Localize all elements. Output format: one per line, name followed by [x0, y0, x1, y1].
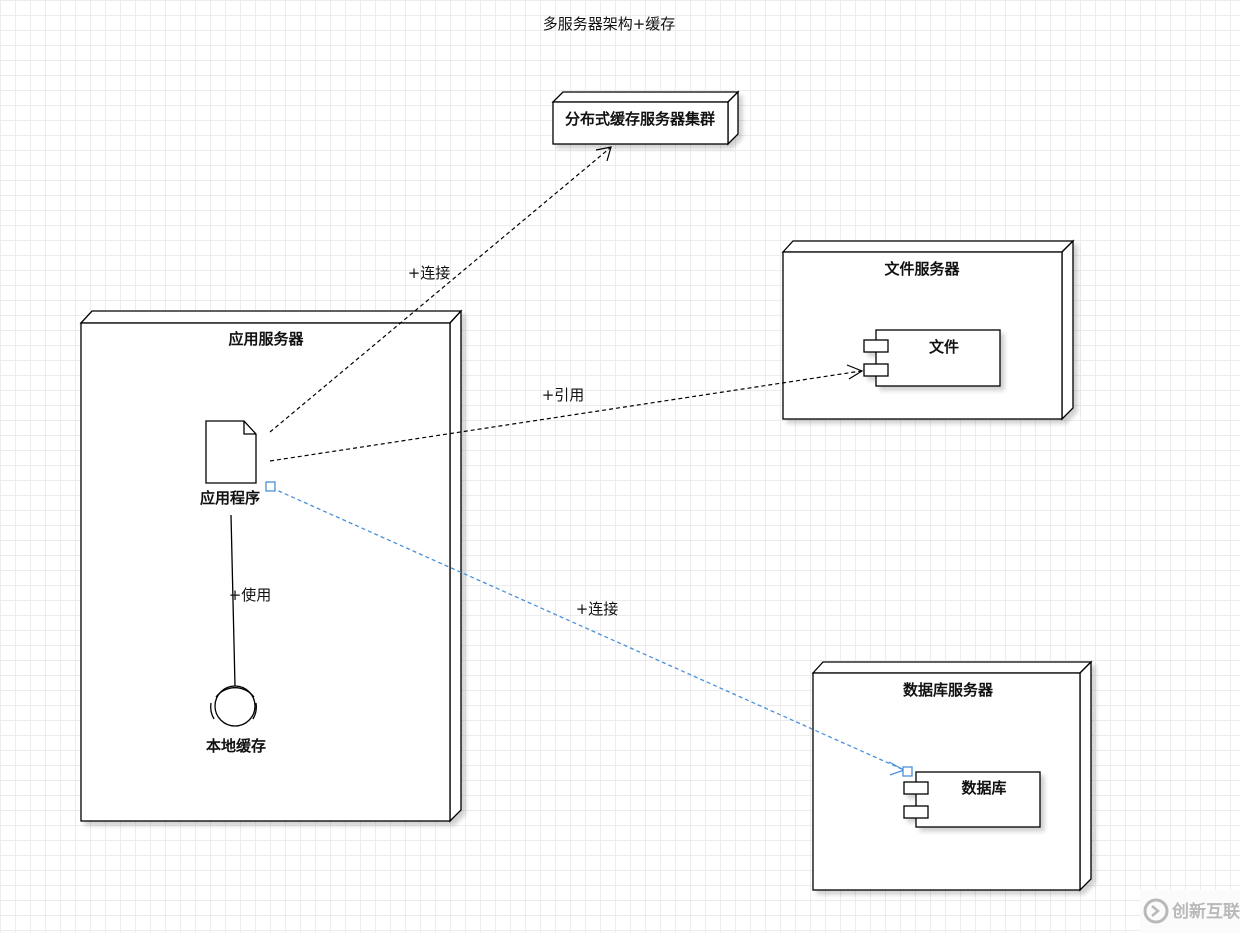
edge-use-local-cache-label: +使用 — [229, 586, 272, 604]
component-file[interactable] — [863, 329, 1001, 387]
watermark-text: 创新互联 — [1171, 901, 1240, 922]
component-port-icon — [903, 781, 929, 795]
edge-connect-database-label: +连接 — [576, 600, 619, 618]
edge-reference-file[interactable] — [269, 364, 864, 462]
component-port-icon — [903, 805, 929, 819]
edge-use-local-cache[interactable] — [230, 514, 236, 687]
node-app-server-label: 应用服务器 — [228, 330, 304, 348]
component-file-label: 文件 — [929, 338, 959, 356]
node-cache-cluster-label: 分布式缓存服务器集群 — [565, 110, 715, 128]
diagram-title: 多服务器架构+缓存 — [543, 15, 676, 33]
component-database-label: 数据库 — [961, 779, 1006, 797]
node-app-server[interactable] — [79, 309, 463, 823]
component-port-icon — [863, 363, 889, 377]
edge-connect-cache[interactable] — [269, 146, 612, 433]
edge-reference-file-label: +引用 — [542, 386, 585, 404]
node-cache-cluster[interactable] — [551, 90, 740, 146]
arrowhead-icon — [595, 146, 612, 162]
node-db-server-label: 数据库服务器 — [903, 681, 994, 699]
watermark: 创新互联 — [1140, 890, 1240, 933]
selection-handle-start[interactable] — [265, 481, 276, 492]
component-port-icon — [863, 339, 889, 353]
edge-connect-database[interactable] — [265, 481, 913, 777]
artifact-app-label: 应用程序 — [200, 489, 260, 507]
selection-handle-end[interactable] — [902, 766, 913, 777]
logo-icon — [1143, 898, 1169, 924]
arrowhead-icon — [846, 364, 864, 380]
edge-connect-cache-label: +连接 — [408, 264, 451, 282]
component-database[interactable] — [903, 771, 1041, 828]
node-file-server-label: 文件服务器 — [884, 260, 960, 278]
document-icon[interactable] — [205, 420, 257, 484]
interface-local-cache-label: 本地缓存 — [206, 737, 266, 755]
